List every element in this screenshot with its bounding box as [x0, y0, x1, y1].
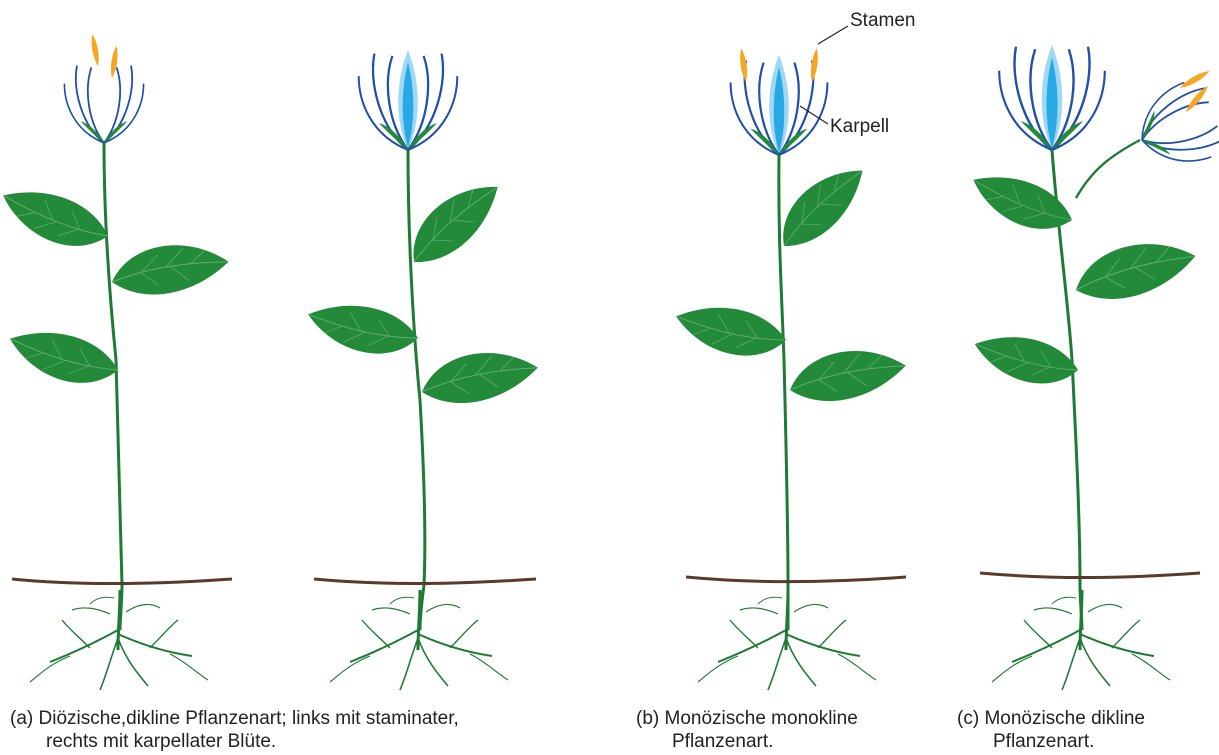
caption-c: (c) Monözische dikline Pflanzenart. [957, 707, 1217, 753]
stamen-label: Stamen [850, 10, 915, 31]
branch-stem [1076, 140, 1140, 198]
stem [104, 143, 122, 630]
caption-c-line1: Monözische dikline [984, 708, 1145, 729]
leaf [418, 345, 541, 409]
caption-b-line2: Pflanzenart. [672, 731, 773, 752]
leaf [670, 293, 790, 367]
leaf [786, 343, 909, 407]
leaf [302, 291, 422, 365]
carpel [1042, 45, 1063, 150]
caption-a-letter: (a) [10, 708, 33, 729]
leaf [396, 170, 512, 275]
roots [30, 590, 208, 690]
stem [408, 150, 425, 630]
flower-petals [64, 66, 143, 143]
leaf [1069, 233, 1201, 308]
caption-c-line2: Pflanzenart. [993, 731, 1094, 752]
soil-line [686, 577, 906, 582]
plant-c-monoecious-diclinous [965, 45, 1219, 690]
roots [698, 590, 876, 690]
stamen-anther [1184, 84, 1210, 114]
leaf [969, 322, 1083, 396]
stamen-anther [90, 34, 101, 67]
roots [992, 590, 1170, 690]
caption-c-letter: (c) [957, 708, 979, 729]
leaf [0, 174, 115, 262]
caption-a-line1: Diözische,dikline Pflanzenart; links mit… [39, 708, 459, 729]
caption-b-line1: Monözische monokline [665, 708, 858, 729]
leaf [965, 159, 1079, 244]
leaf [3, 316, 124, 397]
plant-a-carpellate [302, 50, 541, 690]
carpel [398, 50, 418, 150]
carpel [769, 55, 789, 155]
leaf [109, 239, 231, 299]
caption-b: (b) Monözische monokline Pflanzenart. [636, 707, 956, 753]
karpell-label: Karpell [830, 116, 889, 137]
leaf [766, 155, 877, 258]
caption-a: (a) Diözische,dikline Pflanzenart; links… [10, 707, 610, 753]
plant-a-staminate [0, 34, 232, 690]
caption-b-letter: (b) [636, 708, 659, 729]
caption-a-line2: rechts mit karpellater Blüte. [46, 731, 276, 752]
plant-b-monoecious-monoclinous: Stamen Karpell [670, 10, 915, 690]
roots [330, 590, 508, 690]
stamen-pointer-line [818, 26, 848, 44]
soil-line [980, 573, 1200, 578]
